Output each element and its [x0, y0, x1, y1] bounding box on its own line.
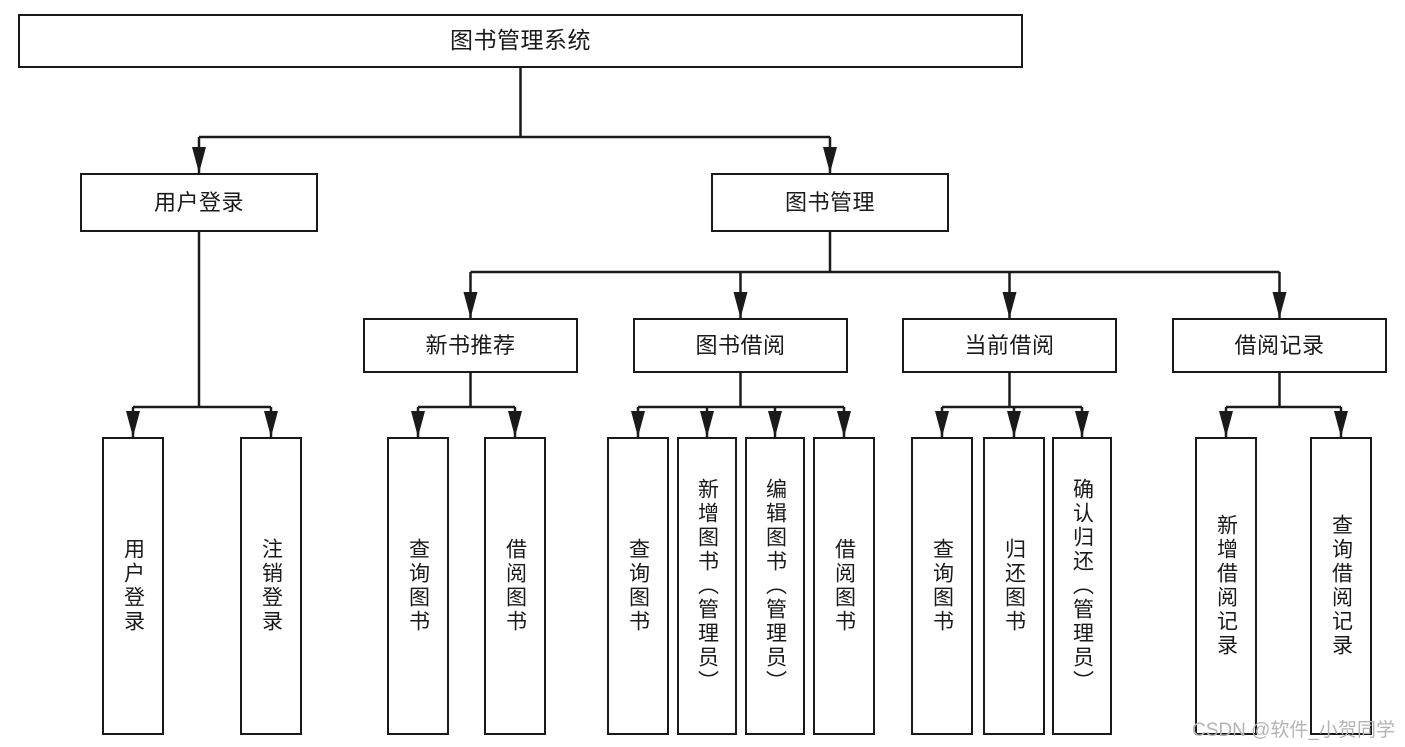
arrow-head-leaf-query-record — [1334, 411, 1348, 437]
node-leaf-edit-book[interactable]: 编辑图书（管理员） — [745, 437, 805, 735]
node-label: 确认归还（管理员） — [1070, 478, 1094, 694]
node-label: 图书借阅 — [695, 332, 786, 358]
arrow-head-leaf-edit-book — [768, 411, 782, 437]
arrow-head-leaf-add-book — [700, 411, 714, 437]
arrow-head-user-login — [192, 147, 206, 173]
node-label: 图书管理系统 — [450, 27, 591, 54]
node-user-login[interactable]: 用户登录 — [80, 173, 318, 232]
arrow-head-borrow-record — [1272, 292, 1287, 318]
node-label: 当前借阅 — [964, 332, 1055, 358]
node-label: 查询图书 — [930, 538, 954, 634]
node-leaf-query-book-1[interactable]: 查询图书 — [387, 437, 449, 735]
node-label: 查询借阅记录 — [1329, 514, 1353, 658]
node-leaf-query-book-3[interactable]: 查询图书 — [911, 437, 973, 735]
node-leaf-add-book[interactable]: 新增图书（管理员） — [677, 437, 737, 735]
arrow-head-leaf-borrow-book-1 — [508, 411, 522, 437]
node-leaf-query-record[interactable]: 查询借阅记录 — [1310, 437, 1372, 735]
node-borrow-record[interactable]: 借阅记录 — [1172, 318, 1387, 373]
arrow-head-leaf-query-book-1 — [411, 411, 425, 437]
node-label: 图书管理 — [784, 189, 875, 215]
node-new-book-recommend[interactable]: 新书推荐 — [363, 318, 578, 373]
node-root[interactable]: 图书管理系统 — [18, 14, 1023, 68]
node-label: 新增借阅记录 — [1214, 514, 1238, 658]
node-leaf-borrow-book-1[interactable]: 借阅图书 — [484, 437, 546, 735]
node-label: 新书推荐 — [425, 332, 516, 358]
arrow-head-leaf-confirm-return — [1075, 411, 1089, 437]
arrow-head-leaf-return-book — [1007, 411, 1021, 437]
node-label: 编辑图书（管理员） — [763, 478, 787, 694]
node-label: 查询图书 — [626, 538, 650, 634]
node-label: 借阅图书 — [832, 538, 856, 634]
node-current-borrow[interactable]: 当前借阅 — [902, 318, 1117, 373]
node-leaf-return-book[interactable]: 归还图书 — [983, 437, 1045, 735]
arrow-head-leaf-logout-login — [264, 411, 278, 437]
arrow-head-leaf-query-book-2 — [631, 411, 645, 437]
node-leaf-logout-login[interactable]: 注销登录 — [240, 437, 302, 735]
arrow-head-new-book-recommend — [463, 292, 478, 318]
node-leaf-borrow-book-2[interactable]: 借阅图书 — [813, 437, 875, 735]
node-label: 用户登录 — [121, 538, 145, 634]
node-label: 查询图书 — [406, 538, 430, 634]
arrow-head-leaf-query-book-3 — [935, 411, 949, 437]
node-label: 借阅图书 — [503, 538, 527, 634]
node-label: 用户登录 — [153, 189, 244, 215]
node-label: 注销登录 — [259, 538, 283, 634]
arrow-head-current-borrow — [1002, 292, 1017, 318]
node-label: 借阅记录 — [1234, 332, 1325, 358]
arrow-head-leaf-borrow-book-2 — [837, 411, 851, 437]
node-label: 归还图书 — [1002, 538, 1026, 634]
watermark: CSDN @软件_小贺同学 — [1192, 720, 1395, 741]
arrow-head-book-borrow — [733, 292, 748, 318]
node-leaf-add-record[interactable]: 新增借阅记录 — [1195, 437, 1257, 735]
node-book-borrow[interactable]: 图书借阅 — [633, 318, 848, 373]
node-leaf-user-login[interactable]: 用户登录 — [102, 437, 164, 735]
arrow-head-book-management — [823, 147, 837, 173]
node-label: 新增图书（管理员） — [695, 478, 719, 694]
node-leaf-confirm-return[interactable]: 确认归还（管理员） — [1052, 437, 1112, 735]
node-leaf-query-book-2[interactable]: 查询图书 — [607, 437, 669, 735]
arrow-head-leaf-add-record — [1219, 411, 1233, 437]
node-book-management[interactable]: 图书管理 — [711, 173, 949, 232]
arrow-head-leaf-user-login — [126, 411, 140, 437]
